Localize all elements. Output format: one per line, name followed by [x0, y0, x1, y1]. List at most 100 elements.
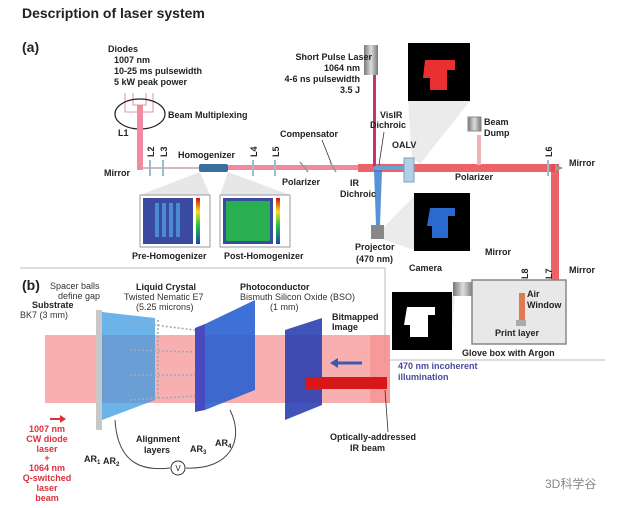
bitmapped-image-label-2: Image — [332, 322, 358, 332]
oalv — [403, 157, 415, 183]
compensator-pointer — [321, 139, 333, 166]
ir-beam-pointer — [384, 389, 389, 433]
visir-dichroic-label-2: Dichroic — [370, 120, 406, 130]
oalv-label: OALV — [392, 140, 416, 150]
panel-a-label: (a) — [22, 39, 39, 55]
svg-text:3.5 J: 3.5 J — [340, 85, 360, 95]
panel-divider — [20, 267, 605, 361]
svg-text:AR2: AR2 — [103, 456, 120, 468]
voltage-label: V — [175, 464, 181, 473]
visir-dichroic-label-1: VisIR — [380, 110, 403, 120]
diodes-pulsewidth: 10-25 ms pulsewidth — [114, 66, 202, 76]
pre-homogenizer-plot — [139, 194, 211, 248]
diodes-wavelength: 1007 nm — [114, 55, 150, 65]
projector-label-2: (470 nm) — [356, 254, 393, 264]
svg-text:laser: laser — [36, 444, 58, 454]
oalv-zoom-cone — [408, 101, 470, 164]
illumination-label-1: 470 nm incoherent — [398, 361, 478, 371]
liquid-crystal-label-2: Twisted Nematic E7 — [124, 292, 204, 302]
svg-text:4-6 ns pulsewidth: 4-6 ns pulsewidth — [284, 74, 360, 84]
laser-arrowhead — [60, 415, 66, 423]
beam-vertical-right — [551, 164, 559, 294]
camera-label: Camera — [409, 263, 443, 273]
svg-text:CW diode: CW diode — [26, 434, 68, 444]
pre-zoom-cone — [140, 172, 210, 195]
ir-beam-label-1: Optically-addressed — [330, 432, 416, 442]
red-image-shape — [423, 60, 455, 90]
diodes-power: 5 kW peak power — [114, 77, 188, 87]
polarizer-left-label: Polarizer — [282, 177, 321, 187]
beam-dump-label-2: Dump — [484, 128, 510, 138]
svg-text:laser: laser — [36, 483, 58, 493]
voltage-circuit — [114, 409, 237, 470]
svg-text:Q-switched: Q-switched — [23, 473, 72, 483]
post-homogenizer-label: Post-Homogenizer — [224, 251, 304, 261]
photoconductor-label-3: (1 mm) — [270, 302, 299, 312]
panel-b-label: (b) — [22, 277, 40, 293]
svg-text:Short Pulse Laser: Short Pulse Laser — [295, 52, 372, 62]
polarizer-right-label: Polarizer — [455, 172, 494, 182]
blue-beam-to-oalv — [374, 166, 406, 170]
projector — [371, 225, 384, 239]
laser-source-label: 1007 nm CW diode laser + 1064 nm Q-switc… — [23, 424, 72, 503]
visir-pointer — [378, 131, 385, 166]
illumination-label-2: illumination — [398, 372, 449, 382]
l7-label: L7 — [544, 268, 554, 279]
polarizer-left — [299, 161, 309, 173]
svg-text:+: + — [44, 453, 49, 463]
post-homogenizer-plot — [219, 194, 291, 248]
photoconductor-label-2: Bismuth Silicon Oxide (BSO) — [240, 292, 355, 302]
short-pulse-laser — [364, 45, 378, 75]
substrate-label-1: Substrate — [32, 300, 74, 310]
camera — [453, 282, 473, 296]
photoconductor-plate — [205, 300, 255, 410]
svg-text:AR1: AR1 — [84, 454, 101, 466]
l1-label: L1 — [118, 128, 129, 138]
homogenizer-label: Homogenizer — [178, 150, 236, 160]
ir-beam-label-2: IR beam — [350, 443, 385, 453]
projector-beam — [374, 170, 382, 225]
air-window-label-2: Window — [527, 300, 562, 310]
beam-multiplexing-label: Beam Multiplexing — [168, 110, 248, 120]
compensator-label: Compensator — [280, 129, 339, 139]
page-title: Description of laser system — [22, 5, 205, 21]
svg-text:1064 nm: 1064 nm — [29, 463, 65, 473]
diodes-label: Diodes 1007 nm 10-25 ms pulsewidth 5 kW … — [108, 44, 202, 87]
svg-text:beam: beam — [35, 493, 59, 503]
substrate-edge — [96, 310, 102, 430]
svg-text:AR3: AR3 — [190, 444, 207, 456]
spacer-balls-label-2: define gap — [58, 291, 100, 301]
print-layer-label: Print layer — [495, 328, 540, 338]
l6-label: L6 — [544, 146, 554, 157]
diode-multiplexer — [124, 93, 154, 113]
ir-dichroic-label-1: IR — [350, 178, 360, 188]
liquid-crystal-label-3: (5.25 microns) — [136, 302, 194, 312]
svg-text:1064 nm: 1064 nm — [324, 63, 360, 73]
print-layer — [516, 320, 526, 326]
diode-beam-vertical — [137, 105, 143, 170]
mirror-l8-label: Mirror — [485, 247, 512, 257]
alignment-layers-label-2: layers — [144, 445, 170, 455]
ir-beam — [305, 377, 387, 389]
mirror-top-right-label: Mirror — [569, 158, 596, 168]
beam-dump — [467, 116, 482, 132]
short-pulse-laser-label: Short Pulse Laser 1064 nm 4-6 ns pulsewi… — [284, 52, 372, 95]
beam-post-homogenizer — [228, 165, 358, 170]
illumination-arrowhead — [330, 358, 338, 368]
photoconductor-label-1: Photoconductor — [240, 282, 310, 292]
l8-label: L8 — [520, 268, 530, 279]
voltage-source — [170, 460, 186, 476]
svg-text:AR4: AR4 — [215, 438, 232, 450]
projector-label-1: Projector — [355, 242, 395, 252]
watermark: 3D科学谷 — [545, 476, 596, 491]
beam-to-dump — [477, 135, 481, 165]
pre-homogenizer-label: Pre-Homogenizer — [132, 251, 207, 261]
mirror-bottom-right-label: Mirror — [569, 265, 596, 275]
mirror-top-right — [555, 164, 563, 172]
beam-dump-label-1: Beam — [484, 117, 509, 127]
alignment-plate — [195, 324, 205, 412]
l2-label: L2 — [146, 146, 156, 157]
ar-labels: AR1 AR2 AR3 AR4 — [84, 438, 232, 468]
spacer-ball-rows — [129, 320, 196, 401]
